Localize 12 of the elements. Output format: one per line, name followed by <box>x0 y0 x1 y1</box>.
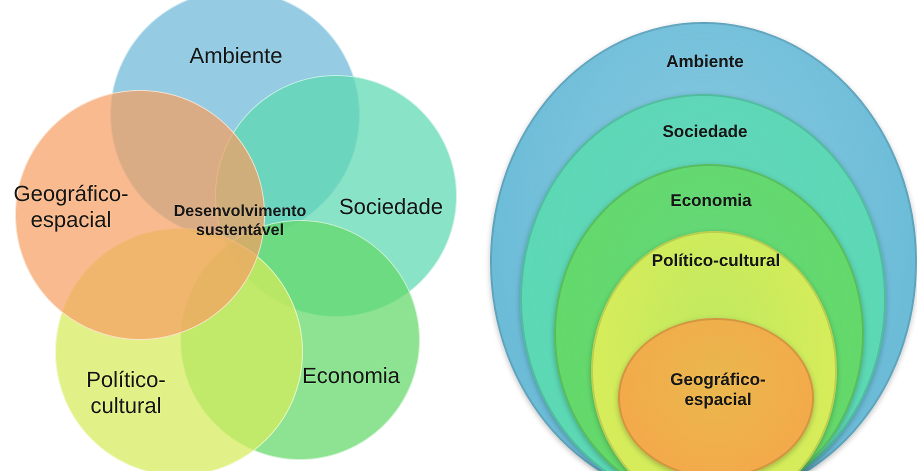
circle-label: Ambiente <box>188 43 284 70</box>
circle-label: Sociedade <box>338 194 444 220</box>
circle-label: Sociedade <box>661 122 749 142</box>
circle-label: Economia <box>669 191 753 212</box>
nested-circle <box>591 231 837 471</box>
circle-label: Geográfico-espacial <box>669 370 767 411</box>
circle-label: Ambiente <box>665 52 745 72</box>
circle-label: Político-cultural <box>650 251 782 272</box>
circle-label: Geográfico-espacial <box>12 181 130 234</box>
nested-circle <box>618 318 814 471</box>
circle-label: Político-cultural <box>85 367 167 420</box>
circle-label: Economia <box>301 363 401 390</box>
